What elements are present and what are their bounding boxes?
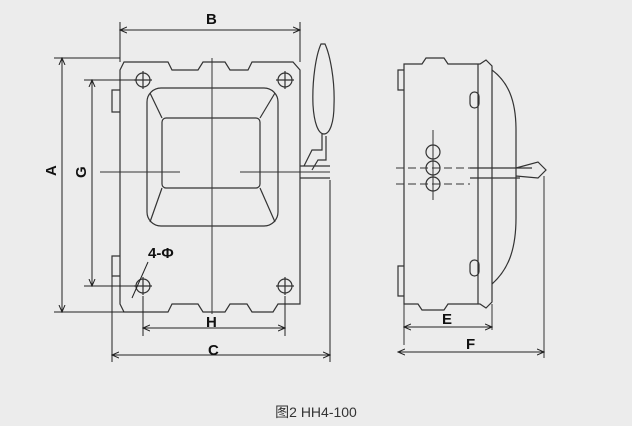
label-f: F bbox=[466, 336, 475, 353]
side-door bbox=[491, 69, 517, 285]
side-bracket-top bbox=[397, 69, 404, 91]
left-bracket-bottom bbox=[111, 255, 120, 277]
side-view bbox=[396, 57, 547, 358]
label-b: B bbox=[206, 11, 217, 28]
mounting-hole bbox=[276, 71, 294, 89]
handle-lever bbox=[303, 134, 323, 167]
slot bbox=[469, 91, 480, 109]
dimension-labels: B A G H C 4-Φ E F bbox=[43, 11, 475, 359]
label-c: C bbox=[208, 342, 219, 359]
label-holes: 4-Φ bbox=[148, 245, 174, 262]
dimension-lines bbox=[54, 22, 544, 362]
mounting-hole bbox=[276, 277, 294, 295]
slot bbox=[469, 259, 480, 277]
figure-caption: 图2 HH4-100 bbox=[275, 404, 357, 420]
side-body bbox=[403, 57, 493, 311]
side-handle bbox=[515, 161, 547, 179]
cover-window bbox=[161, 117, 261, 189]
label-g: G bbox=[73, 166, 90, 178]
enclosure-outline bbox=[119, 61, 301, 313]
label-e: E bbox=[442, 311, 452, 328]
left-bracket-top bbox=[111, 89, 120, 113]
mounting-hole bbox=[134, 71, 152, 89]
mounting-hole bbox=[134, 277, 152, 295]
side-bracket-bottom bbox=[397, 265, 404, 297]
label-h: H bbox=[206, 314, 217, 331]
label-a: A bbox=[43, 165, 60, 176]
front-view bbox=[100, 43, 335, 314]
handle-grip bbox=[312, 43, 335, 135]
